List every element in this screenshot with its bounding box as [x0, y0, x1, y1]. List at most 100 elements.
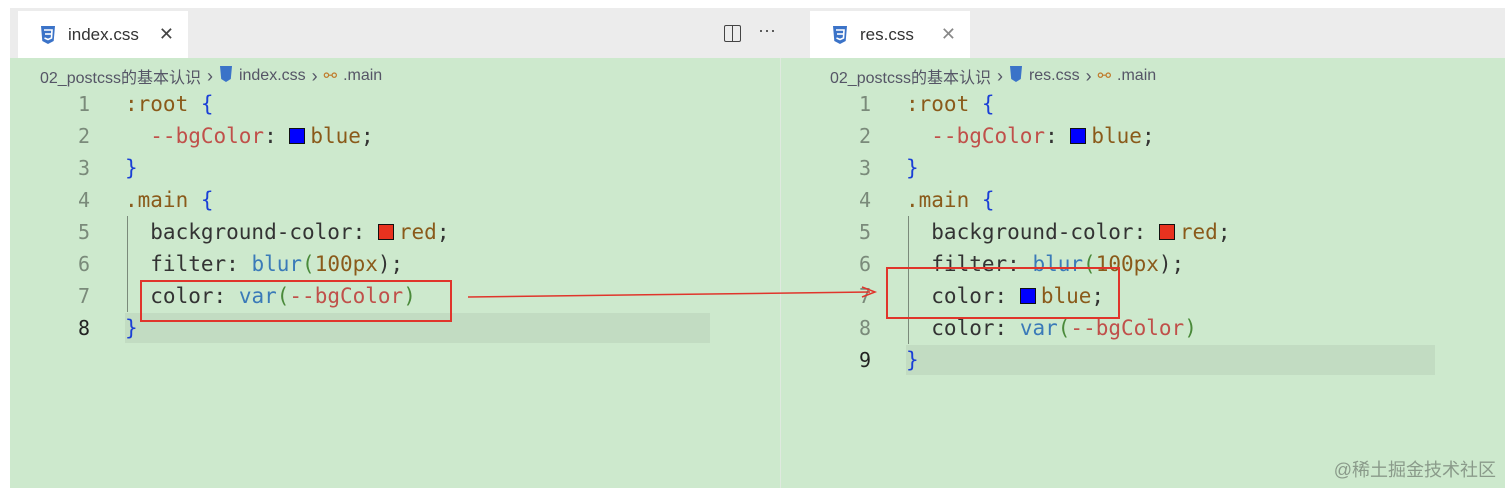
line-number: 6	[77, 252, 90, 276]
color-swatch[interactable]	[377, 224, 394, 240]
breadcrumb-item[interactable]: 02_postcss的基本认识	[40, 70, 201, 87]
code-line[interactable]: :root {	[906, 88, 995, 120]
code-token: --bgColor	[125, 124, 265, 148]
code-token: (	[1083, 252, 1096, 276]
current-line-highlight	[125, 313, 710, 343]
code-token: --bgColor	[906, 124, 1046, 148]
breadcrumb-item[interactable]: .main	[1117, 67, 1157, 84]
code-token: blur	[1032, 252, 1084, 276]
code-token: blue	[1091, 124, 1142, 148]
watermark: @稀土掘金技术社区	[1333, 460, 1496, 480]
code-token: :	[213, 284, 239, 308]
left-tab-bar: index.css ✕ ···	[10, 8, 795, 58]
code-line[interactable]: }	[906, 344, 919, 376]
css-file-icon	[40, 25, 56, 44]
code-token: {	[200, 188, 214, 212]
close-icon[interactable]: ✕	[940, 24, 956, 44]
code-line[interactable]: background-color: red;	[906, 216, 1230, 248]
code-line[interactable]: :root {	[125, 88, 214, 120]
code-line[interactable]: filter: blur(100px);	[906, 248, 1184, 280]
code-token: color	[125, 284, 214, 308]
code-token: --bgColor	[1070, 316, 1185, 340]
code-token: )	[1184, 316, 1197, 340]
code-line[interactable]: --bgColor: blue;	[906, 120, 1154, 152]
code-token: blue	[310, 124, 361, 148]
more-actions-icon[interactable]: ···	[758, 20, 776, 40]
highlight-box	[886, 267, 1120, 319]
breadcrumb-item[interactable]: res.css	[1028, 67, 1080, 84]
line-number: 9	[858, 348, 871, 372]
code-token: :root	[125, 92, 201, 116]
code-line[interactable]: }	[125, 312, 138, 344]
code-token: );	[1158, 252, 1185, 276]
color-swatch[interactable]	[289, 128, 306, 144]
code-token: :	[994, 316, 1020, 340]
chevron-right-icon: ›	[996, 65, 1003, 86]
code-token: filter	[906, 252, 1008, 276]
line-number: 8	[858, 316, 871, 340]
code-line[interactable]: color: var(--bgColor)	[125, 280, 416, 312]
code-token: (	[276, 284, 290, 308]
breadcrumb-item[interactable]: index.css	[238, 67, 306, 84]
code-line[interactable]: }	[906, 152, 919, 184]
code-token: .main	[125, 188, 201, 212]
chevron-right-icon: ›	[1085, 65, 1092, 86]
code-token: 100px	[1095, 252, 1159, 276]
line-number: 1	[858, 92, 871, 116]
line-number: 2	[858, 124, 871, 148]
code-line[interactable]: .main {	[906, 184, 995, 216]
line-number: 7	[77, 284, 90, 308]
code-token: filter	[125, 252, 227, 276]
tab-res-css[interactable]: res.css ✕	[810, 11, 970, 58]
code-token: {	[981, 188, 995, 212]
code-line[interactable]: color: blue;	[906, 280, 1104, 312]
code-line[interactable]: }	[125, 152, 138, 184]
sash	[780, 58, 801, 488]
line-number: 5	[858, 220, 871, 244]
code-token: :	[1007, 252, 1033, 276]
breadcrumb-item[interactable]: .main	[343, 67, 383, 84]
code-token: :	[264, 124, 290, 148]
color-swatch[interactable]	[1158, 224, 1175, 240]
code-token: var	[1019, 316, 1058, 340]
indent-guide	[127, 216, 128, 312]
code-token: red	[398, 220, 437, 244]
code-token: );	[377, 252, 404, 276]
line-number: 3	[77, 156, 90, 180]
code-token: .main	[906, 188, 982, 212]
code-token: :	[994, 284, 1020, 308]
code-token: )	[403, 284, 416, 308]
css-file-icon	[832, 25, 848, 44]
current-line-highlight	[906, 345, 1435, 375]
css-file-icon	[1009, 65, 1023, 87]
code-line[interactable]: .main {	[125, 184, 214, 216]
indent-guide	[908, 216, 909, 344]
line-number: 5	[77, 220, 90, 244]
tab-label: res.css	[860, 24, 914, 44]
breadcrumb-item[interactable]: 02_postcss的基本认识	[830, 70, 991, 87]
code-token: }	[906, 156, 919, 180]
code-line[interactable]: filter: blur(100px);	[125, 248, 403, 280]
code-token: 100px	[314, 252, 378, 276]
code-line[interactable]: color: var(--bgColor)	[906, 312, 1197, 344]
code-token: ;	[1217, 220, 1231, 244]
tab-index-css[interactable]: index.css ✕	[18, 11, 188, 58]
code-token: {	[200, 92, 214, 116]
code-token: background-color	[906, 220, 1134, 244]
close-icon[interactable]: ✕	[158, 24, 174, 44]
line-number: 4	[77, 188, 90, 212]
code-token: color	[906, 316, 995, 340]
code-token: }	[125, 316, 138, 340]
code-line[interactable]: background-color: red;	[125, 216, 449, 248]
code-token: (	[302, 252, 315, 276]
code-token: color	[906, 284, 995, 308]
code-line[interactable]: --bgColor: blue;	[125, 120, 373, 152]
split-editor-icon[interactable]	[724, 25, 741, 42]
color-swatch[interactable]	[1019, 288, 1036, 304]
right-tab-bar: res.css ✕	[795, 8, 1505, 58]
highlight-box	[140, 280, 452, 322]
color-swatch[interactable]	[1070, 128, 1087, 144]
breadcrumb: 02_postcss的基本认识›index.css›⚯.main	[40, 64, 382, 88]
